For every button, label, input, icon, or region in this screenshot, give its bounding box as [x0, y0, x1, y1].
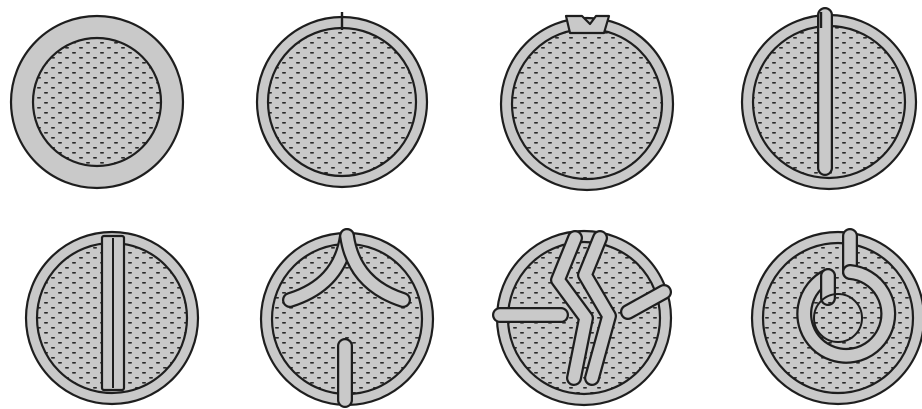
panel-4 [742, 12, 916, 189]
panel-8 [752, 232, 922, 404]
panel-3 [501, 16, 673, 190]
panel-6 [261, 233, 433, 405]
panel-2 [257, 12, 427, 187]
panel-7 [497, 231, 671, 405]
panel-5 [26, 232, 198, 404]
panel-1 [11, 16, 183, 188]
